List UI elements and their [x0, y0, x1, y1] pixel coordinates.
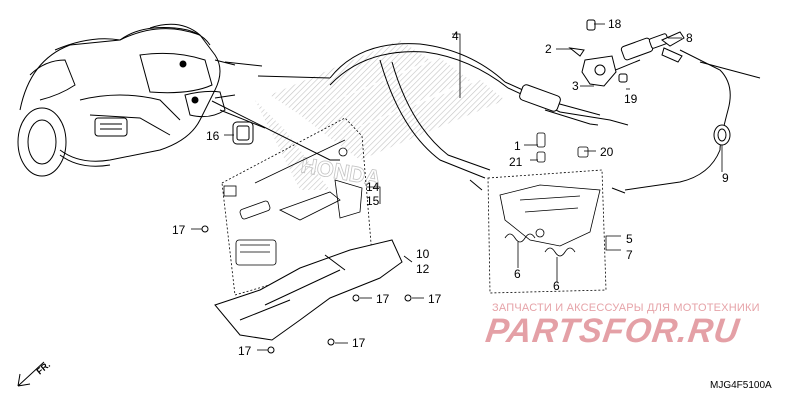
- callout-3: 3: [572, 79, 579, 93]
- cable-lines: [211, 43, 761, 194]
- bracket-assembly-box: [487, 132, 607, 294]
- callout-9: 9: [722, 171, 729, 185]
- diagram-code: MJG4F5100A: [710, 380, 772, 391]
- callout-15: 15: [366, 194, 380, 208]
- callout-8: 8: [686, 31, 693, 45]
- callout-17d: 17: [352, 336, 366, 350]
- callout-6a: 6: [514, 267, 521, 281]
- callout-21: 21: [509, 155, 523, 169]
- leader-lines: [191, 23, 723, 351]
- honda-wing-watermark: HONDA: [255, 40, 505, 191]
- callout-20: 20: [600, 145, 614, 159]
- motorcycle-illustration: [17, 23, 236, 177]
- watermark-logo: PARTSFOR.RU: [483, 312, 743, 350]
- callout-14: 14: [366, 180, 380, 194]
- callout-17c: 17: [428, 292, 442, 306]
- callout-6b: 6: [553, 279, 560, 293]
- key-cylinder-8: [620, 31, 685, 63]
- callout-1: 1: [514, 139, 521, 153]
- callout-10: 10: [416, 247, 430, 261]
- callout-17a: 17: [172, 223, 186, 237]
- callout-17b: 17: [376, 292, 390, 306]
- callout-4: 4: [452, 29, 459, 43]
- callout-2: 2: [545, 42, 552, 56]
- callout-12: 12: [416, 262, 430, 276]
- callout-17e: 17: [238, 344, 252, 358]
- callout-16: 16: [206, 129, 220, 143]
- callout-19: 19: [624, 92, 638, 106]
- actuator-assembly-box: [221, 117, 373, 296]
- callout-18: 18: [608, 17, 622, 31]
- callout-5: 5: [626, 232, 633, 246]
- lock-bracket-3: [568, 19, 628, 87]
- callout-labels: 4 2 18 3 19 8 9 1 21 20 5 7 6 6 16 14 15…: [172, 17, 729, 358]
- lower-cover-10: [201, 225, 412, 354]
- switch-16: [232, 121, 254, 145]
- front-arrow-icon: [17, 361, 45, 387]
- cable-grommet-9: [713, 124, 731, 146]
- callout-7: 7: [626, 248, 633, 262]
- watermark-caption: ЗАПЧАСТИ И АКСЕССУАРЫ ДЛЯ МОТОТЕХНИКИ: [492, 302, 760, 314]
